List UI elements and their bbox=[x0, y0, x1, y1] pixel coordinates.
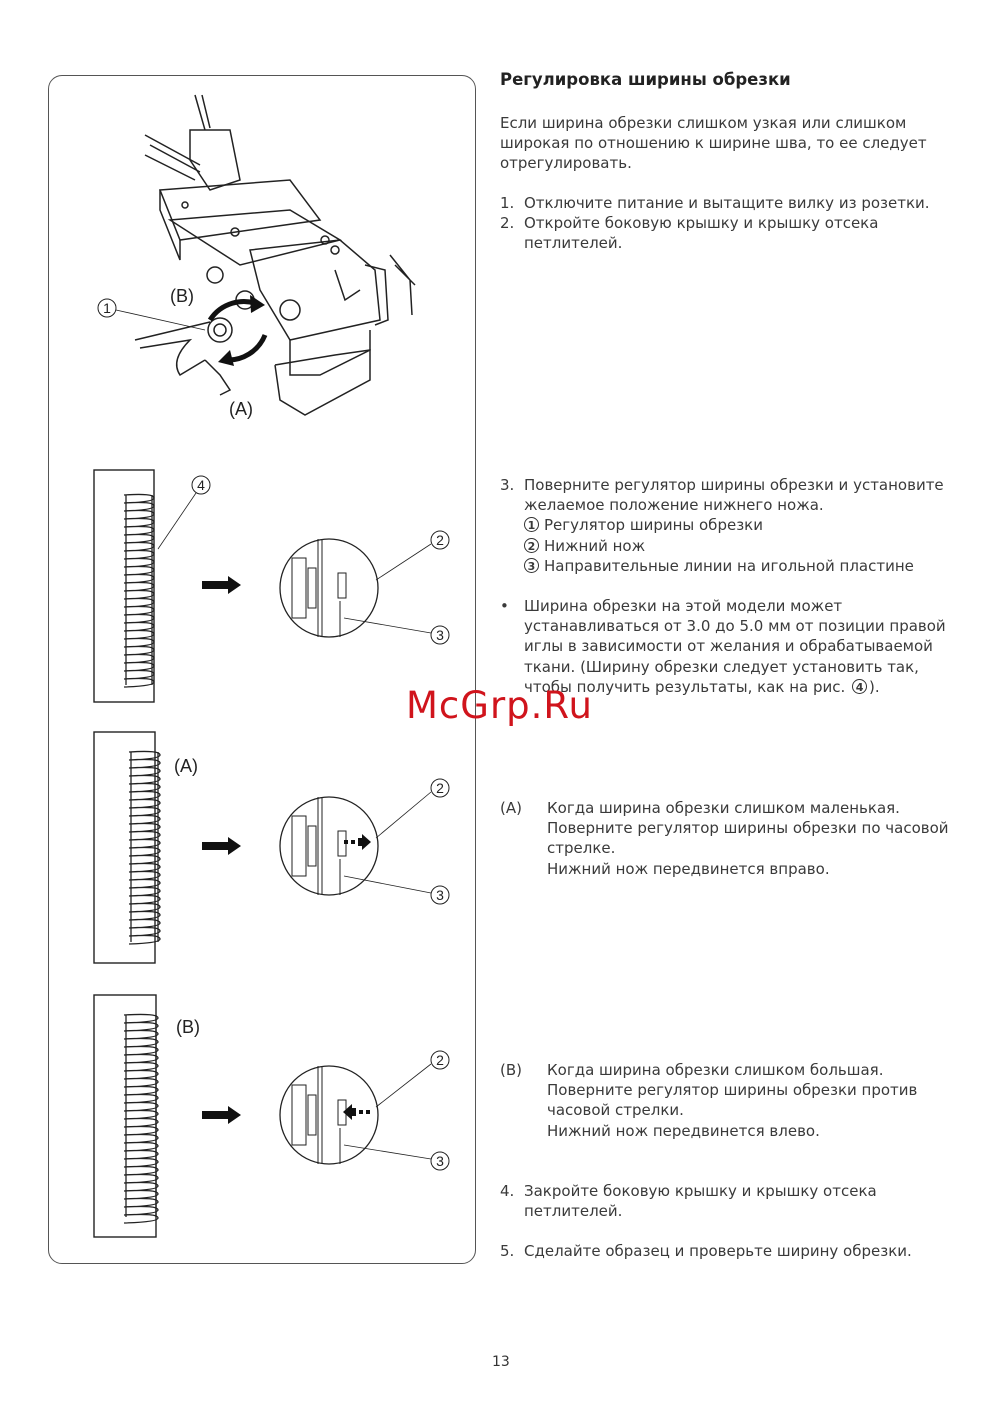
knife-detail-a: 2 3 bbox=[279, 778, 450, 905]
callout-1: 1 bbox=[103, 300, 111, 316]
label-b-panel: (B) bbox=[176, 1017, 200, 1037]
label-a: (A) bbox=[229, 399, 253, 419]
step-4: 4.Закройте боковую крышку и крышку отсек… bbox=[500, 1182, 877, 1221]
stitch-sample-a bbox=[93, 731, 161, 964]
step-5: 5.Сделайте образец и проверьте ширину об… bbox=[500, 1242, 912, 1260]
step-3: 3. Поверните регулятор ширины обрезки и … bbox=[500, 476, 944, 576]
watermark: McGrp.Ru bbox=[406, 684, 593, 727]
arrow-right-icon bbox=[202, 576, 241, 594]
knife-detail-correct: 2 3 bbox=[279, 530, 450, 645]
svg-text:2: 2 bbox=[436, 1052, 444, 1068]
knife-detail-b: 2 3 bbox=[279, 1050, 450, 1171]
svg-text:2: 2 bbox=[436, 532, 444, 548]
svg-text:(A): (A) bbox=[174, 756, 198, 776]
callout-4-leader: 4 bbox=[157, 475, 211, 550]
section-title: Регулировка ширины обрезки bbox=[500, 70, 791, 89]
svg-text:(B): (B) bbox=[176, 1017, 200, 1037]
arrow-right-icon bbox=[202, 1106, 241, 1124]
case-a: (A) Когда ширина обрезки слишком маленьк… bbox=[500, 799, 949, 878]
svg-text:3: 3 bbox=[436, 1153, 444, 1169]
step-1: 1.Отключите питание и вытащите вилку из … bbox=[500, 194, 930, 212]
page-number: 13 bbox=[492, 1354, 510, 1370]
svg-text:3: 3 bbox=[436, 887, 444, 903]
svg-text:3: 3 bbox=[436, 627, 444, 643]
intro-paragraph: Если ширина обрезки слишком узкая или сл… bbox=[500, 114, 927, 173]
label-b: (B) bbox=[170, 286, 194, 306]
step-2: 2.Откройте боковую крышку и крышку отсек… bbox=[500, 214, 879, 253]
case-b: (B) Когда ширина обрезки слишком большая… bbox=[500, 1061, 918, 1140]
machine-illustration: 1 (B) (A) bbox=[97, 94, 416, 419]
stitch-sample-b bbox=[93, 994, 159, 1238]
svg-text:2: 2 bbox=[436, 780, 444, 796]
stitch-sample-correct bbox=[93, 469, 155, 703]
label-a-panel: (A) bbox=[174, 756, 198, 776]
arrow-right-icon bbox=[202, 837, 241, 855]
callout-4: 4 bbox=[197, 477, 205, 493]
illustration-frame bbox=[48, 75, 476, 1264]
